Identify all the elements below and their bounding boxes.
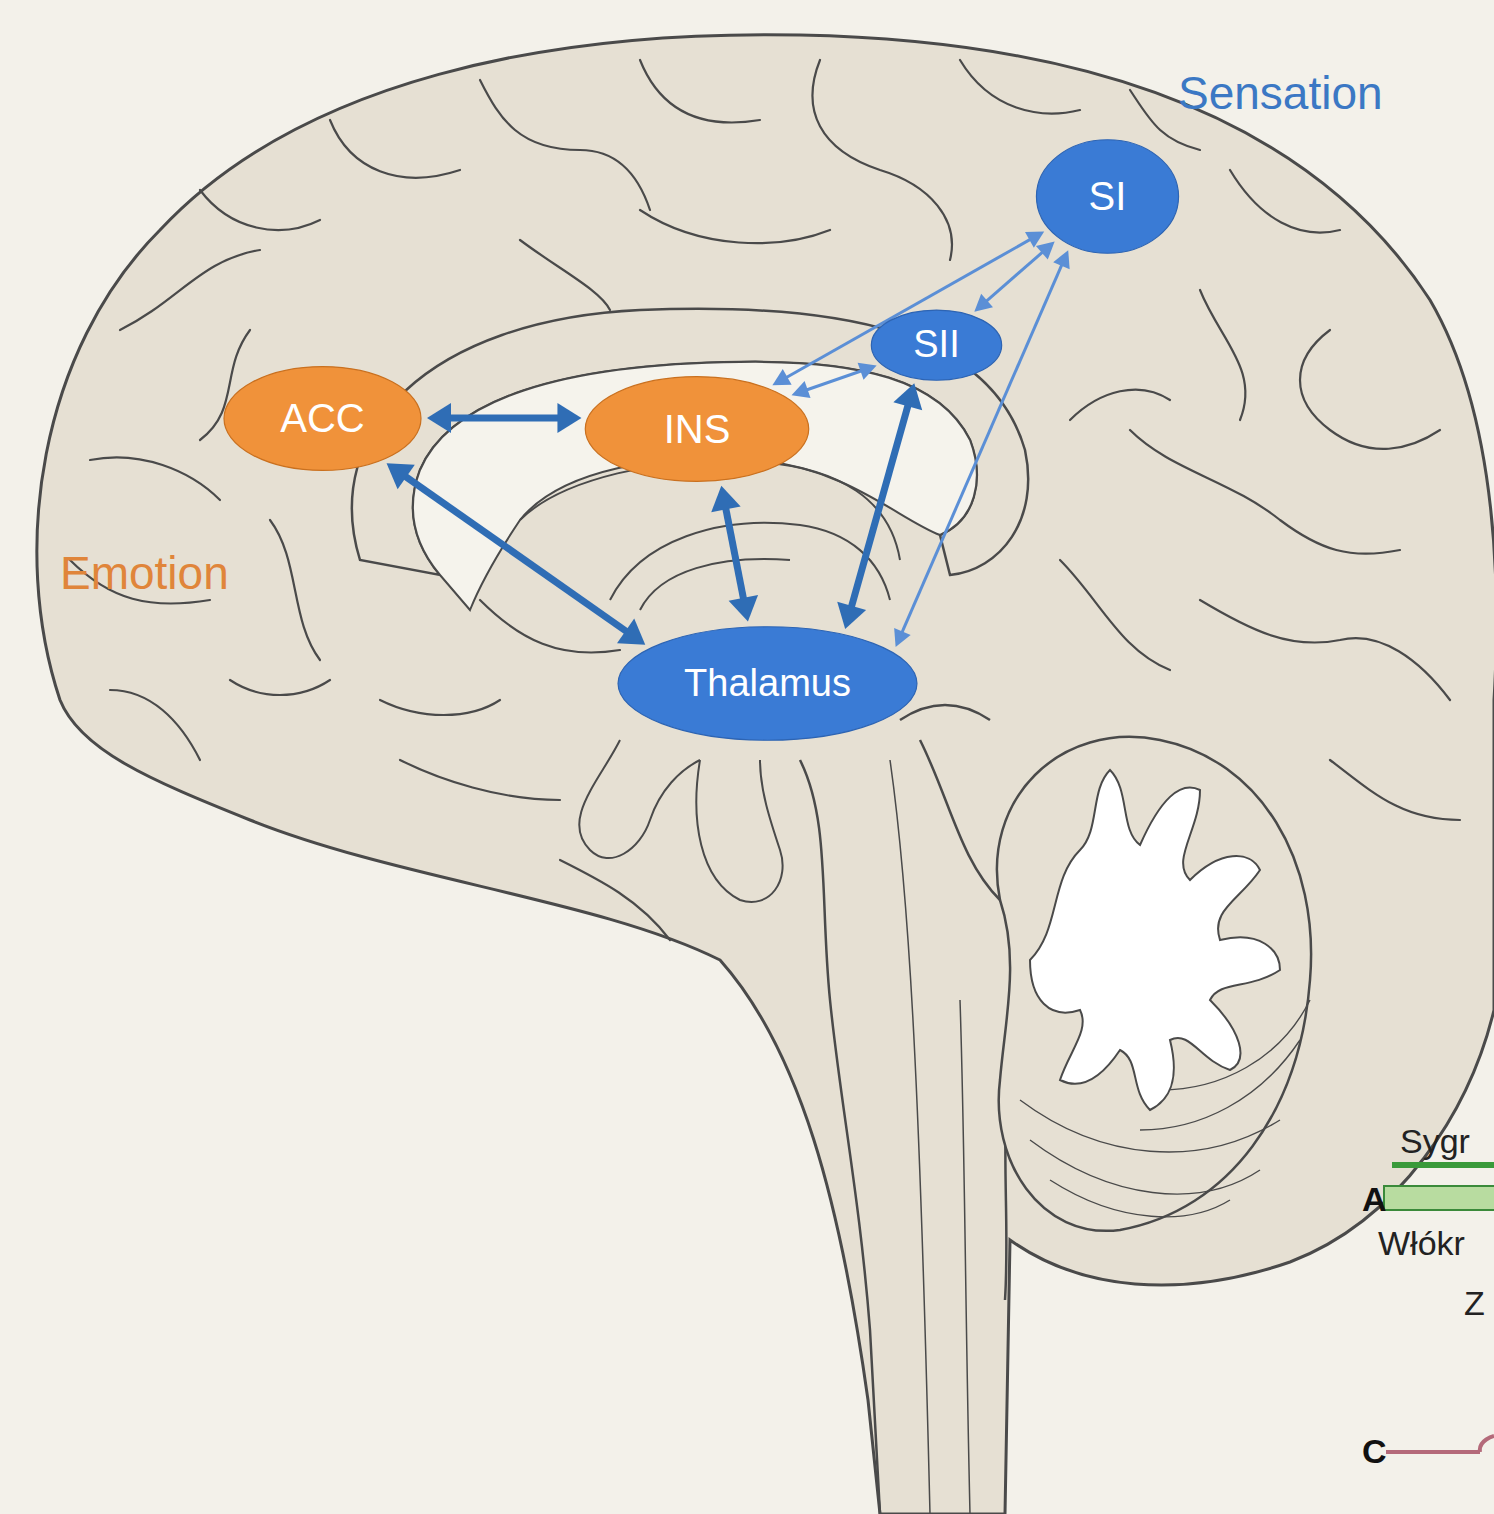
arrowhead — [894, 628, 911, 647]
arrowhead — [711, 486, 740, 512]
fiber-c-symbol — [1386, 1436, 1494, 1452]
fiber-a-symbol — [1384, 1186, 1494, 1210]
arrowhead — [387, 463, 415, 489]
region-ellipse: SII — [870, 309, 1003, 381]
arrowhead — [772, 369, 791, 385]
arrowhead — [893, 383, 922, 410]
connector-line — [405, 476, 628, 632]
arrowhead — [1053, 250, 1070, 269]
region-ellipse: INS — [583, 375, 811, 483]
connector-arrow — [974, 242, 1054, 312]
region-ellipse: SI — [1035, 138, 1180, 255]
arrowhead — [1036, 242, 1055, 260]
region-name: SI — [1089, 174, 1127, 219]
connector-line — [851, 404, 908, 608]
arrowhead — [729, 595, 758, 621]
pituitary — [696, 760, 782, 902]
fornix — [640, 559, 790, 610]
arbor-vitae — [1030, 770, 1280, 1110]
fiber-letter: C — [1362, 1432, 1387, 1471]
ellipse-fill — [871, 310, 1001, 380]
fiber-letter: A — [1362, 1180, 1387, 1219]
signal-line — [1392, 1162, 1494, 1168]
region-name: Thalamus — [684, 662, 851, 705]
connector-arrow — [387, 463, 646, 644]
region-name: SII — [913, 323, 959, 366]
lateral-ventricle — [413, 362, 977, 610]
connector-line — [449, 415, 559, 422]
region-ellipse: Thalamus — [615, 625, 920, 742]
connector-arrow — [772, 232, 1044, 386]
arrowhead — [792, 381, 811, 398]
arrowhead — [427, 403, 451, 433]
region-name: INS — [664, 407, 731, 452]
connector-line — [726, 507, 744, 600]
connector-arrow — [837, 383, 922, 629]
arrowhead — [858, 363, 877, 380]
brainstem — [800, 705, 1020, 1514]
ellipse-fill — [618, 627, 917, 740]
arrowhead — [557, 403, 581, 433]
arrowhead — [974, 294, 993, 312]
connector-arrow — [427, 403, 581, 433]
legend-text: Z — [1464, 1284, 1485, 1323]
ellipse-fill — [224, 367, 421, 471]
connector-line — [986, 251, 1044, 301]
cerebellum — [997, 737, 1311, 1231]
region-name: ACC — [280, 396, 364, 441]
fornix — [610, 523, 890, 600]
region-label: Sensation — [1178, 66, 1383, 120]
region-ellipse: ACC — [222, 365, 423, 472]
connector-arrow — [711, 486, 758, 622]
ellipse-fill — [1036, 140, 1178, 253]
brain-outline — [37, 35, 1494, 1514]
legend-heading: Sygr — [1400, 1122, 1470, 1161]
connector-arrow — [894, 250, 1070, 647]
arrowhead — [837, 602, 866, 629]
connector-line — [806, 371, 863, 391]
ellipse-fill — [585, 377, 808, 482]
hypothalamus — [579, 740, 700, 858]
arrowhead — [617, 619, 645, 645]
fiber-name: Włókr — [1378, 1224, 1465, 1263]
region-label: Emotion — [60, 546, 229, 600]
